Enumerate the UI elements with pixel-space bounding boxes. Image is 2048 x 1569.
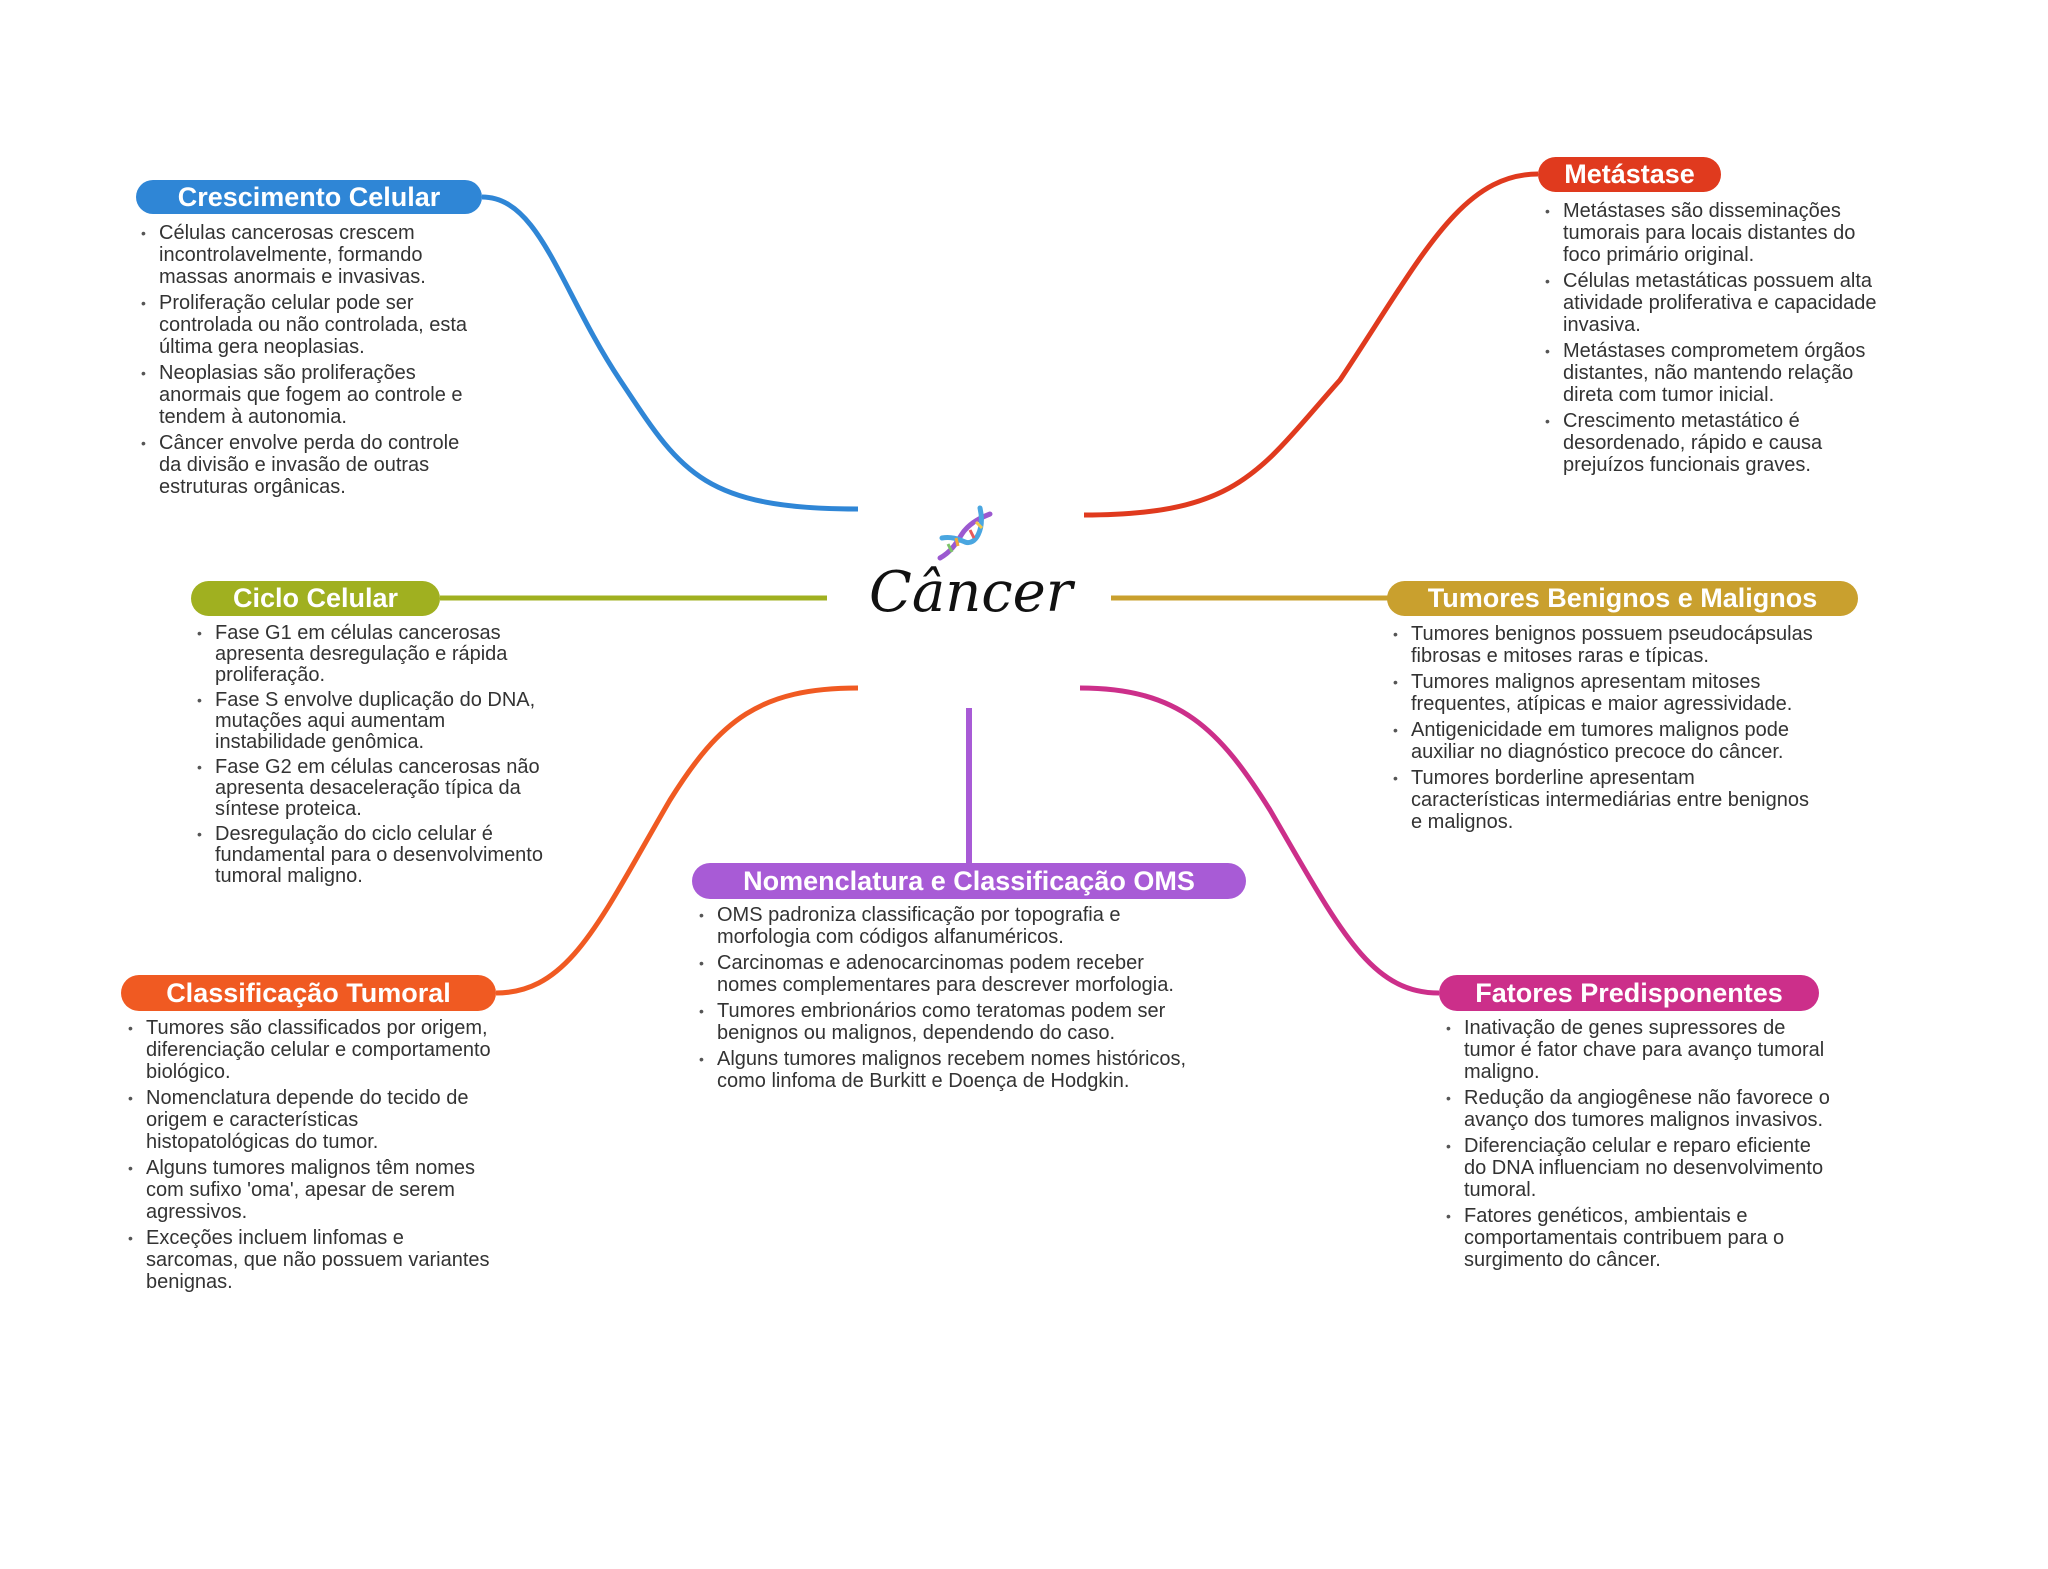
link-fatores xyxy=(1079,685,1440,996)
link-crescimento xyxy=(481,194,859,512)
note-item: Neoplasias são proliferações anormais qu… xyxy=(141,362,471,428)
topic-ciclo-celular[interactable]: Ciclo Celular xyxy=(191,581,440,616)
topic-fatores-predisponentes[interactable]: Fatores Predisponentes xyxy=(1439,975,1819,1011)
note-item: Fatores genéticos, ambientais e comporta… xyxy=(1446,1205,1831,1271)
note-item: Exceções incluem linfomas e sarcomas, qu… xyxy=(128,1227,498,1293)
note-item: Carcinomas e adenocarcinomas podem receb… xyxy=(699,952,1194,996)
topic-classificacao-tumoral[interactable]: Classificação Tumoral xyxy=(121,975,496,1011)
note-item: Tumores benignos possuem pseudocápsulas … xyxy=(1393,623,1823,667)
note-item: Tumores embrionários como teratomas pode… xyxy=(699,1000,1194,1044)
notes-tumores: Tumores benignos possuem pseudocápsulas … xyxy=(1393,623,1823,837)
note-item: Antigenicidade em tumores malignos pode … xyxy=(1393,719,1823,763)
note-item: OMS padroniza classificação por topograf… xyxy=(699,904,1194,948)
notes-metastase: Metástases são disseminações tumorais pa… xyxy=(1545,200,1885,480)
notes-nomenclatura: OMS padroniza classificação por topograf… xyxy=(699,904,1194,1096)
note-item: Tumores malignos apresentam mitoses freq… xyxy=(1393,671,1823,715)
topic-crescimento-celular[interactable]: Crescimento Celular xyxy=(136,180,482,214)
notes-ciclo: Fase G1 em células cancerosas apresenta … xyxy=(197,623,552,891)
note-item: Proliferação celular pode ser controlada… xyxy=(141,292,471,358)
central-topic-title[interactable]: Câncer xyxy=(869,560,1073,625)
note-item: Nomenclatura depende do tecido de origem… xyxy=(128,1087,498,1153)
note-item: Fase G1 em células cancerosas apresenta … xyxy=(197,623,552,686)
dna-icon xyxy=(937,505,993,561)
note-item: Alguns tumores malignos recebem nomes hi… xyxy=(699,1048,1194,1092)
link-metastase xyxy=(1083,171,1539,518)
note-item: Câncer envolve perda do controle da divi… xyxy=(141,432,471,498)
note-item: Fase G2 em células cancerosas não aprese… xyxy=(197,757,552,820)
note-item: Diferenciação celular e reparo eficiente… xyxy=(1446,1135,1831,1201)
note-item: Fase S envolve duplicação do DNA, mutaçõ… xyxy=(197,690,552,753)
note-item: Desregulação do ciclo celular é fundamen… xyxy=(197,824,552,887)
note-item: Tumores são classificados por origem, di… xyxy=(128,1017,498,1083)
note-item: Inativação de genes supressores de tumor… xyxy=(1446,1017,1831,1083)
notes-crescimento: Células cancerosas crescem incontrolavel… xyxy=(141,222,471,502)
note-item: Redução da angiogênese não favorece o av… xyxy=(1446,1087,1831,1131)
topic-metastase[interactable]: Metástase xyxy=(1538,157,1721,192)
note-item: Células metastáticas possuem alta ativid… xyxy=(1545,270,1885,336)
topic-nomenclatura-oms[interactable]: Nomenclatura e Classificação OMS xyxy=(692,863,1246,899)
note-item: Células cancerosas crescem incontrolavel… xyxy=(141,222,471,288)
link-classificacao xyxy=(495,685,859,996)
note-item: Metástases são disseminações tumorais pa… xyxy=(1545,200,1885,266)
notes-classificacao: Tumores são classificados por origem, di… xyxy=(128,1017,498,1297)
note-item: Metástases comprometem órgãos distantes,… xyxy=(1545,340,1885,406)
note-item: Alguns tumores malignos têm nomes com su… xyxy=(128,1157,498,1223)
note-item: Tumores borderline apresentam caracterís… xyxy=(1393,767,1823,833)
note-item: Crescimento metastático é desordenado, r… xyxy=(1545,410,1885,476)
topic-tumores-benignos-malignos[interactable]: Tumores Benignos e Malignos xyxy=(1387,581,1858,616)
notes-fatores: Inativação de genes supressores de tumor… xyxy=(1446,1017,1831,1275)
